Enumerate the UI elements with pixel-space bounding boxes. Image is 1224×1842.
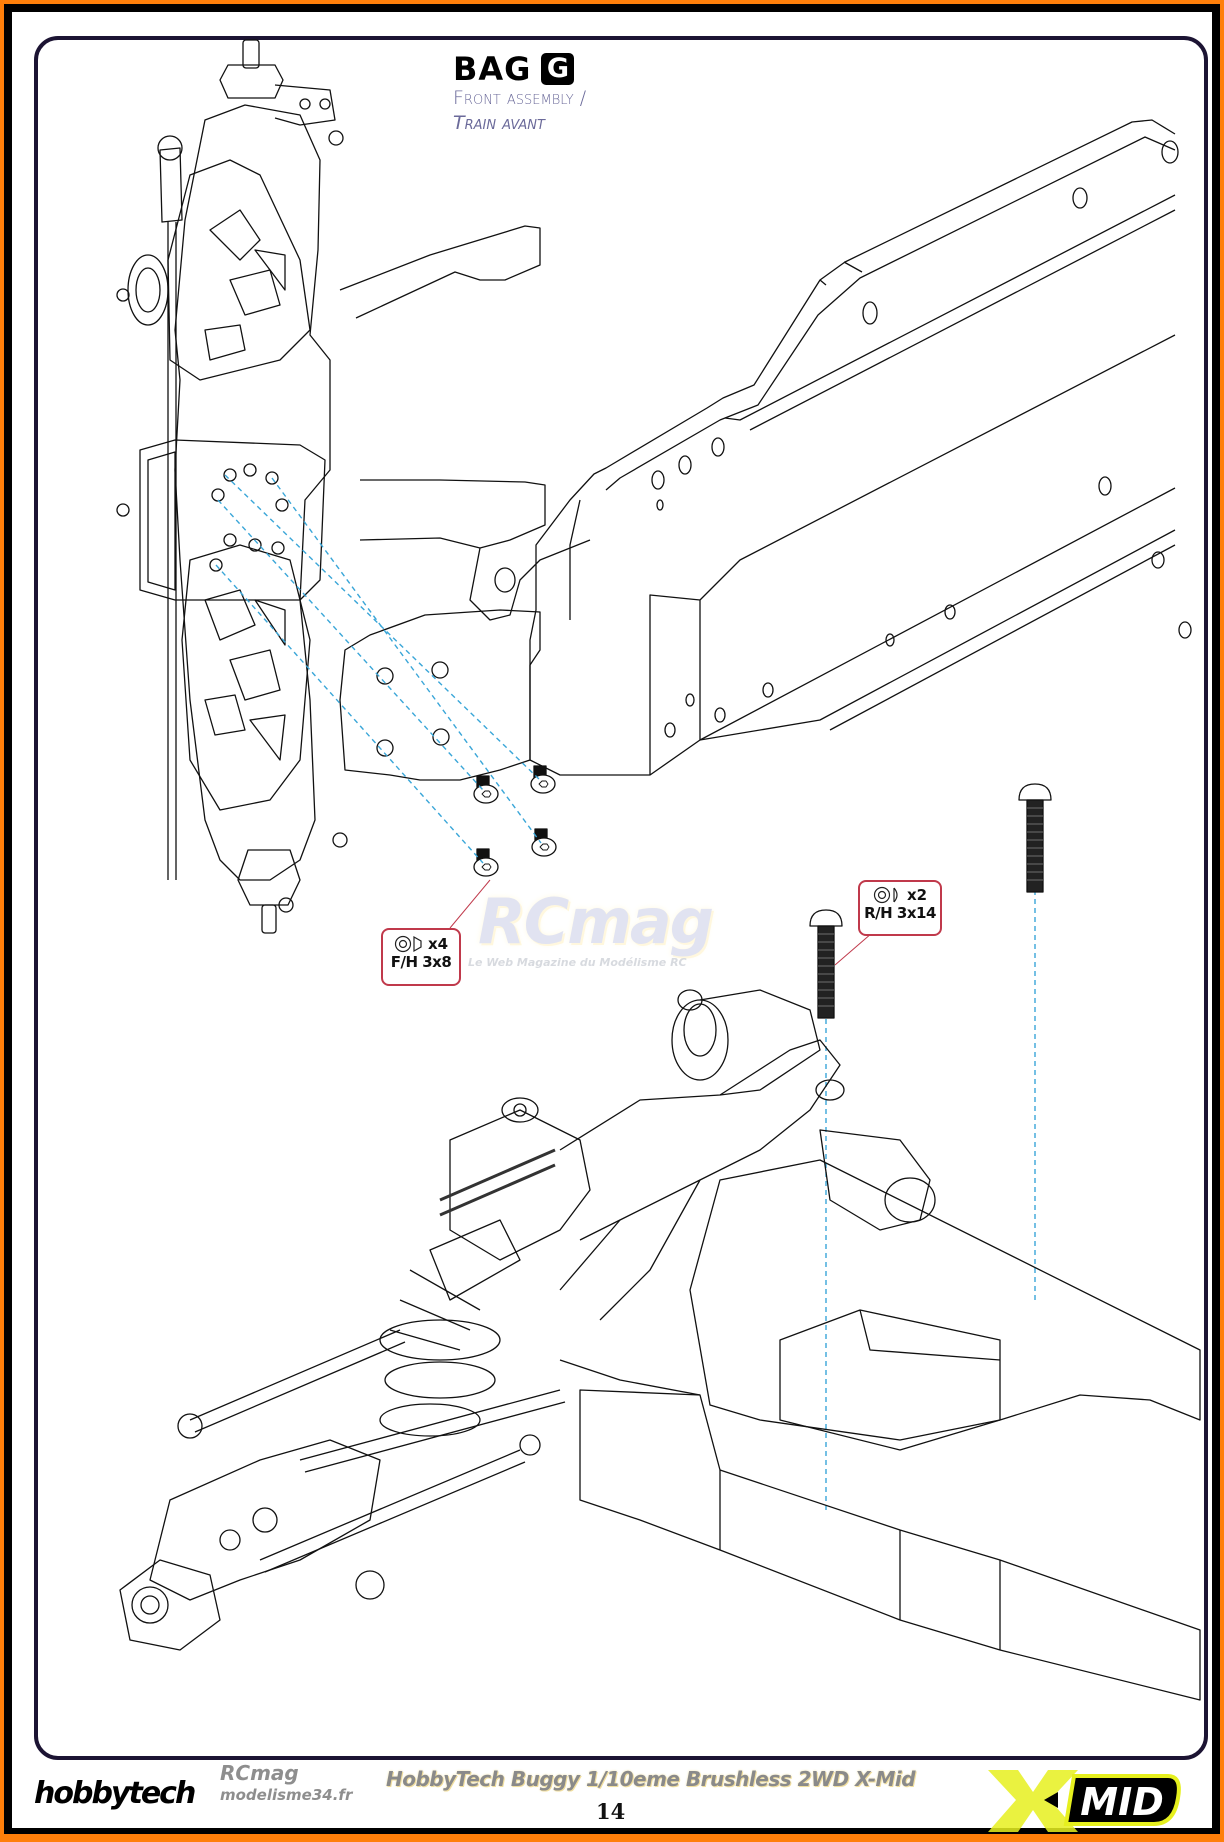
subtitle-english: Front assembly /: [453, 87, 587, 109]
hobbytech-logo: hobbytech: [34, 1776, 196, 1811]
front-bulkhead-plate: [339, 609, 541, 781]
xmid-logo: MID: [988, 1770, 1181, 1832]
assembled-front-end: [119, 989, 1201, 1701]
rcmag-watermark: RCmag Le Web Magazine du Modélisme RC: [468, 885, 778, 970]
callout-rh-screws: x2 R/H 3x14: [858, 880, 942, 936]
rcmag-footer-logo: RCmag modelisme34.fr: [220, 1762, 370, 1806]
rcmag-footer-line2: modelisme34.fr: [220, 1786, 353, 1804]
chassis-plate: [529, 119, 1192, 776]
callout-spec: F/H 3x8: [390, 953, 452, 971]
page-number: 14: [596, 1799, 626, 1824]
callout-fh-screws: x4 F/H 3x8: [381, 928, 461, 986]
bag-letter-badge: G: [541, 53, 575, 85]
guide-lines: [215, 474, 1036, 1510]
section-title: BAG G Front assembly / Train avant: [453, 52, 586, 136]
content-frame: [34, 36, 1208, 1760]
bag-label: BAG: [453, 50, 532, 88]
callout-quantity: x2: [906, 886, 928, 904]
subtitle-french: Train avant: [453, 112, 545, 134]
manual-page: [12, 12, 1212, 1828]
fh-screws: [473, 765, 557, 877]
washer-screw-icon: [873, 886, 898, 904]
watermark-tagline: Le Web Magazine du Modélisme RC: [468, 956, 687, 969]
front-suspension-assembly: [116, 39, 348, 934]
watermark-brand: RCmag: [478, 885, 714, 958]
footer-title: HobbyTech Buggy 1/10eme Brushless 2WD X-…: [386, 1767, 916, 1791]
washer-screw-icon: [394, 935, 422, 953]
rh-screws: [809, 783, 1052, 1019]
xmid-logo-text: MID: [1080, 1780, 1164, 1824]
callout-leaders: [449, 879, 873, 966]
rcmag-footer-line1: RCmag: [220, 1761, 299, 1785]
bulkhead-brace: [339, 225, 591, 621]
page-footer: hobbytech RCmag modelisme34.fr HobbyTech…: [0, 1756, 1224, 1836]
callout-quantity: x4: [427, 935, 449, 953]
bag-heading: BAG G: [453, 52, 586, 86]
callout-spec: R/H 3x14: [864, 904, 936, 922]
